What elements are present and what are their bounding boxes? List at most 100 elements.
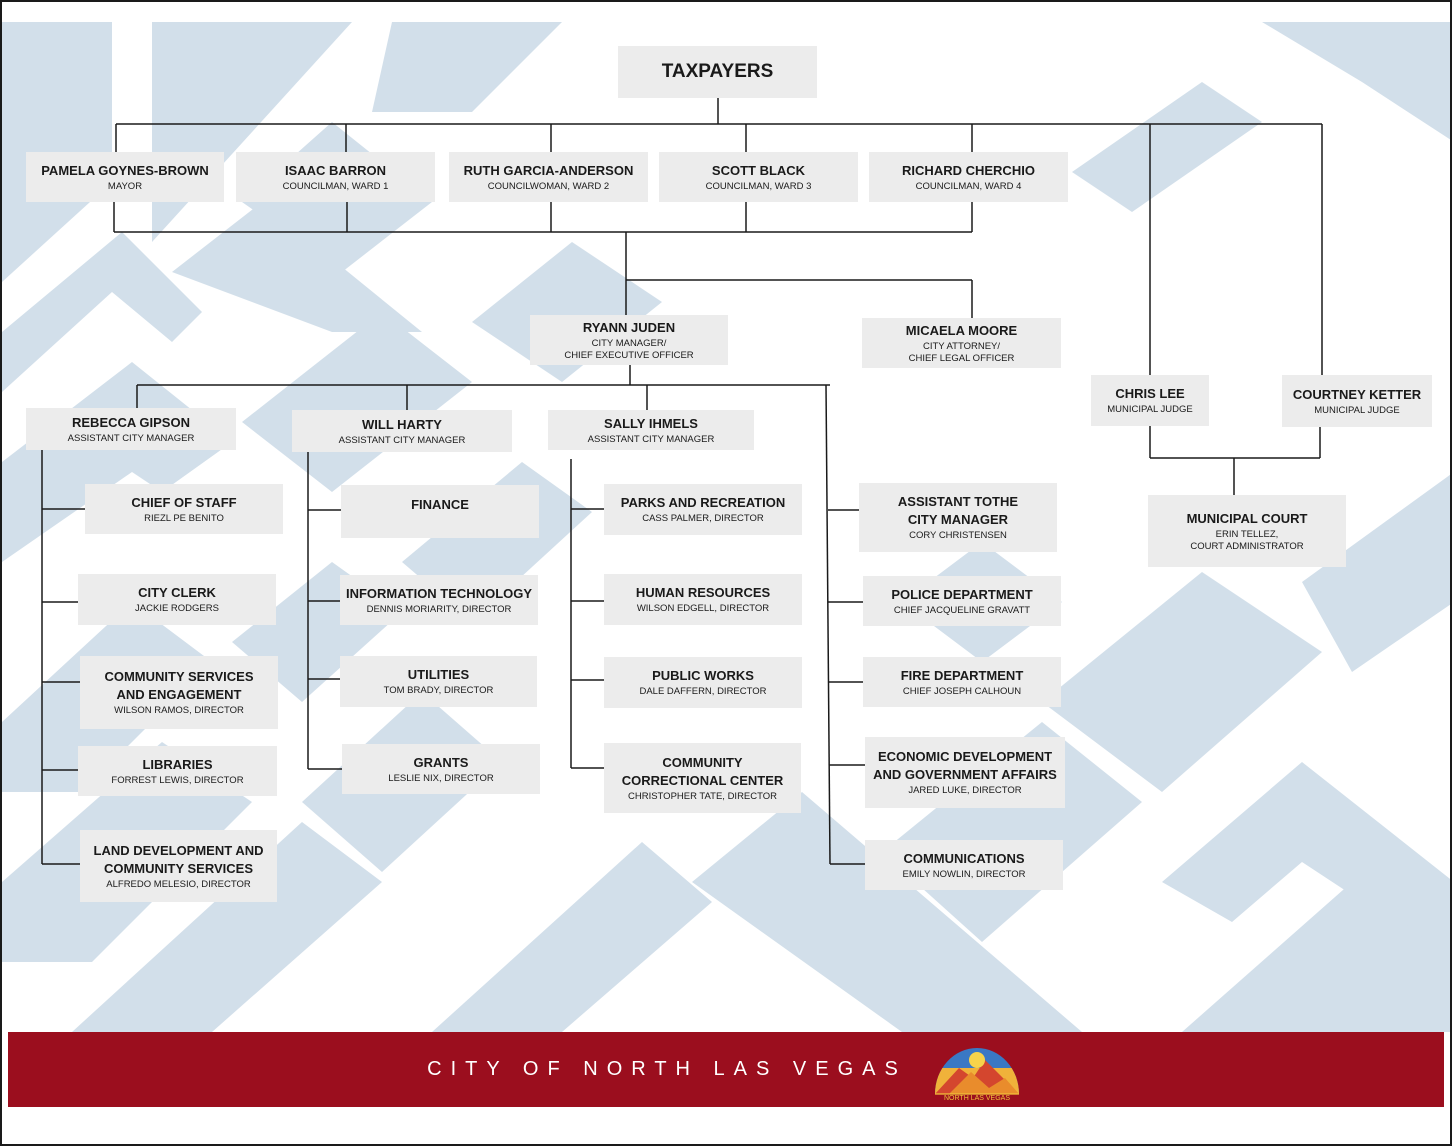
acm-title: ASSISTANT CITY MANAGER — [587, 433, 715, 445]
dept-box-information-technology: INFORMATION TECHNOLOGY DENNIS MORIARITY,… — [340, 575, 538, 625]
dept-head: JARED LUKE, DIRECTOR — [908, 785, 1022, 796]
dept-box-police: POLICE DEPARTMENT CHIEF JACQUELINE GRAVA… — [863, 576, 1061, 626]
council-title: COUNCILMAN, WARD 1 — [282, 180, 389, 192]
dept-head: EMILY NOWLIN, DIRECTOR — [902, 868, 1026, 880]
city-manager-title: CITY MANAGER/ CHIEF EXECUTIVE OFFICER — [564, 337, 694, 361]
city-manager-name: RYANN JUDEN — [582, 319, 676, 335]
city-attorney-name: MICAELA MOORE — [905, 322, 1018, 338]
dept-head: RIEZL PE BENITO — [144, 512, 224, 524]
dept-head: CHIEF JOSEPH CALHOUN — [902, 685, 1022, 697]
dept-box-utilities: UTILITIES TOM BRADY, DIRECTOR — [340, 656, 537, 707]
dept-name: FIRE DEPARTMENT — [900, 667, 1024, 683]
acm-title: ASSISTANT CITY MANAGER — [338, 434, 466, 446]
judge-title: MUNICIPAL JUDGE — [1107, 404, 1193, 415]
dept-head: FORREST LEWIS, DIRECTOR — [111, 774, 244, 786]
dept-name: HUMAN RESOURCES — [635, 585, 771, 600]
dept-head: LESLIE NIX, DIRECTOR — [388, 772, 494, 784]
dept-head: DENNIS MORIARITY, DIRECTOR — [366, 603, 512, 615]
court-name: MUNICIPAL COURT — [1186, 510, 1308, 526]
acm-box-gipson: REBECCA GIPSON ASSISTANT CITY MANAGER — [26, 408, 236, 450]
acm-title: ASSISTANT CITY MANAGER — [67, 432, 195, 444]
dept-name: CITY CLERK — [138, 585, 216, 600]
city-manager-box: RYANN JUDEN CITY MANAGER/ CHIEF EXECUTIV… — [530, 315, 728, 365]
council-box-ward3: SCOTT BLACK COUNCILMAN, WARD 3 — [659, 152, 858, 202]
dept-head: JACKIE RODGERS — [135, 603, 219, 614]
dept-name: UTILITIES — [407, 667, 470, 682]
judge-name: COURTNEY KETTER — [1292, 386, 1422, 402]
dept-box-human-resources: HUMAN RESOURCES WILSON EDGELL, DIRECTOR — [604, 574, 802, 625]
council-name: PAMELA GOYNES-BROWN — [41, 162, 209, 178]
dept-box-assistant-to-city-manager: ASSISTANT TOTHE CITY MANAGER CORY CHRIST… — [859, 483, 1057, 552]
dept-box-fire: FIRE DEPARTMENT CHIEF JOSEPH CALHOUN — [863, 657, 1061, 707]
judge-title: MUNICIPAL JUDGE — [1314, 404, 1400, 416]
dept-head: WILSON RAMOS, DIRECTOR — [114, 705, 244, 716]
dept-head: CHIEF JACQUELINE GRAVATT — [893, 604, 1031, 616]
acm-name: REBECCA GIPSON — [72, 414, 190, 430]
footer-city-name: CITY OF NORTH LAS VEGAS — [427, 1058, 907, 1080]
council-name: RICHARD CHERCHIO — [902, 162, 1035, 178]
dept-head: WILSON EDGELL, DIRECTOR — [636, 603, 770, 614]
dept-box-libraries: LIBRARIES FORREST LEWIS, DIRECTOR — [78, 746, 277, 796]
dept-name: PARKS AND RECREATION — [620, 495, 786, 510]
dept-box-city-clerk: CITY CLERK JACKIE RODGERS — [78, 574, 276, 625]
dept-box-community-correctional-center: COMMUNITY CORRECTIONAL CENTER CHRISTOPHE… — [604, 743, 801, 813]
dept-name: ASSISTANT TOTHE CITY MANAGER — [897, 494, 1019, 527]
dept-head: CHRISTOPHER TATE, DIRECTOR — [627, 790, 778, 802]
acm-name: WILL HARTY — [362, 416, 442, 432]
city-seal-logo: NORTH LAS VEGAS — [934, 1047, 1019, 1102]
taxpayers-box: TAXPAYERS — [618, 46, 817, 98]
judge-box-ketter: COURTNEY KETTER MUNICIPAL JUDGE — [1282, 375, 1432, 427]
dept-head: CASS PALMER, DIRECTOR — [642, 513, 764, 524]
taxpayers-label: TAXPAYERS — [661, 61, 774, 82]
dept-box-finance: FINANCE — [341, 485, 539, 538]
acm-box-ihmels: SALLY IHMELS ASSISTANT CITY MANAGER — [548, 410, 754, 450]
dept-head: TOM BRADY, DIRECTOR — [383, 685, 494, 696]
council-box-ward4: RICHARD CHERCHIO COUNCILMAN, WARD 4 — [869, 152, 1068, 202]
dept-name: LIBRARIES — [142, 756, 213, 772]
municipal-court-box: MUNICIPAL COURT ERIN TELLEZ, COURT ADMIN… — [1148, 495, 1346, 567]
dept-box-communications: COMMUNICATIONS EMILY NOWLIN, DIRECTOR — [865, 840, 1063, 890]
city-attorney-box: MICAELA MOORE CITY ATTORNEY/ CHIEF LEGAL… — [862, 318, 1061, 368]
dept-box-grants: GRANTS LESLIE NIX, DIRECTOR — [342, 744, 540, 794]
dept-name: GRANTS — [413, 754, 469, 770]
city-attorney-title: CITY ATTORNEY/ CHIEF LEGAL OFFICER — [908, 340, 1015, 364]
dept-name: COMMUNICATIONS — [903, 850, 1025, 866]
council-name: RUTH GARCIA-ANDERSON — [463, 162, 634, 178]
dept-name: POLICE DEPARTMENT — [891, 586, 1033, 602]
dept-name: LAND DEVELOPMENT AND COMMUNITY SERVICES — [93, 842, 264, 876]
footer-banner: CITY OF NORTH LAS VEGAS NORTH LAS VEGAS — [8, 1032, 1444, 1107]
dept-head: ALFREDO MELESIO, DIRECTOR — [106, 878, 251, 890]
dept-box-community-services-engagement: COMMUNITY SERVICES AND ENGAGEMENT WILSON… — [80, 656, 278, 729]
council-title: COUNCILMAN, WARD 3 — [705, 180, 812, 192]
dept-head: DALE DAFFERN, DIRECTOR — [639, 686, 767, 697]
acm-box-harty: WILL HARTY ASSISTANT CITY MANAGER — [292, 410, 512, 452]
dept-box-public-works: PUBLIC WORKS DALE DAFFERN, DIRECTOR — [604, 657, 802, 708]
dept-name: ECONOMIC DEVELOPMENT AND GOVERNMENT AFFA… — [873, 749, 1057, 782]
dept-box-economic-development: ECONOMIC DEVELOPMENT AND GOVERNMENT AFFA… — [865, 737, 1065, 808]
dept-box-land-development: LAND DEVELOPMENT AND COMMUNITY SERVICES … — [80, 830, 277, 902]
council-box-mayor: PAMELA GOYNES-BROWN MAYOR — [26, 152, 224, 202]
judge-box-lee: CHRIS LEE MUNICIPAL JUDGE — [1091, 375, 1209, 426]
council-name: SCOTT BLACK — [711, 162, 806, 178]
dept-box-parks-recreation: PARKS AND RECREATION CASS PALMER, DIRECT… — [604, 484, 802, 535]
dept-name: CHIEF OF STAFF — [131, 494, 237, 510]
council-box-ward1: ISAAC BARRON COUNCILMAN, WARD 1 — [236, 152, 435, 202]
dept-name: INFORMATION TECHNOLOGY — [345, 585, 533, 601]
svg-text:NORTH LAS VEGAS: NORTH LAS VEGAS — [944, 1095, 1010, 1102]
council-box-ward2: RUTH GARCIA-ANDERSON COUNCILWOMAN, WARD … — [449, 152, 648, 202]
dept-name: COMMUNITY CORRECTIONAL CENTER — [621, 754, 784, 788]
court-administrator: ERIN TELLEZ, COURT ADMINISTRATOR — [1190, 528, 1304, 552]
dept-name: PUBLIC WORKS — [652, 668, 754, 683]
dept-name: FINANCE — [411, 496, 469, 512]
council-title: MAYOR — [107, 180, 143, 192]
dept-head: CORY CHRISTENSEN — [909, 530, 1007, 541]
council-title: COUNCILWOMAN, WARD 2 — [487, 180, 610, 192]
dept-box-chief-of-staff: CHIEF OF STAFF RIEZL PE BENITO — [85, 484, 283, 534]
acm-name: SALLY IHMELS — [604, 415, 698, 431]
judge-name: CHRIS LEE — [1115, 386, 1185, 401]
dept-name: COMMUNITY SERVICES AND ENGAGEMENT — [104, 669, 254, 702]
council-title: COUNCILMAN, WARD 4 — [915, 180, 1022, 192]
council-name: ISAAC BARRON — [284, 162, 387, 178]
